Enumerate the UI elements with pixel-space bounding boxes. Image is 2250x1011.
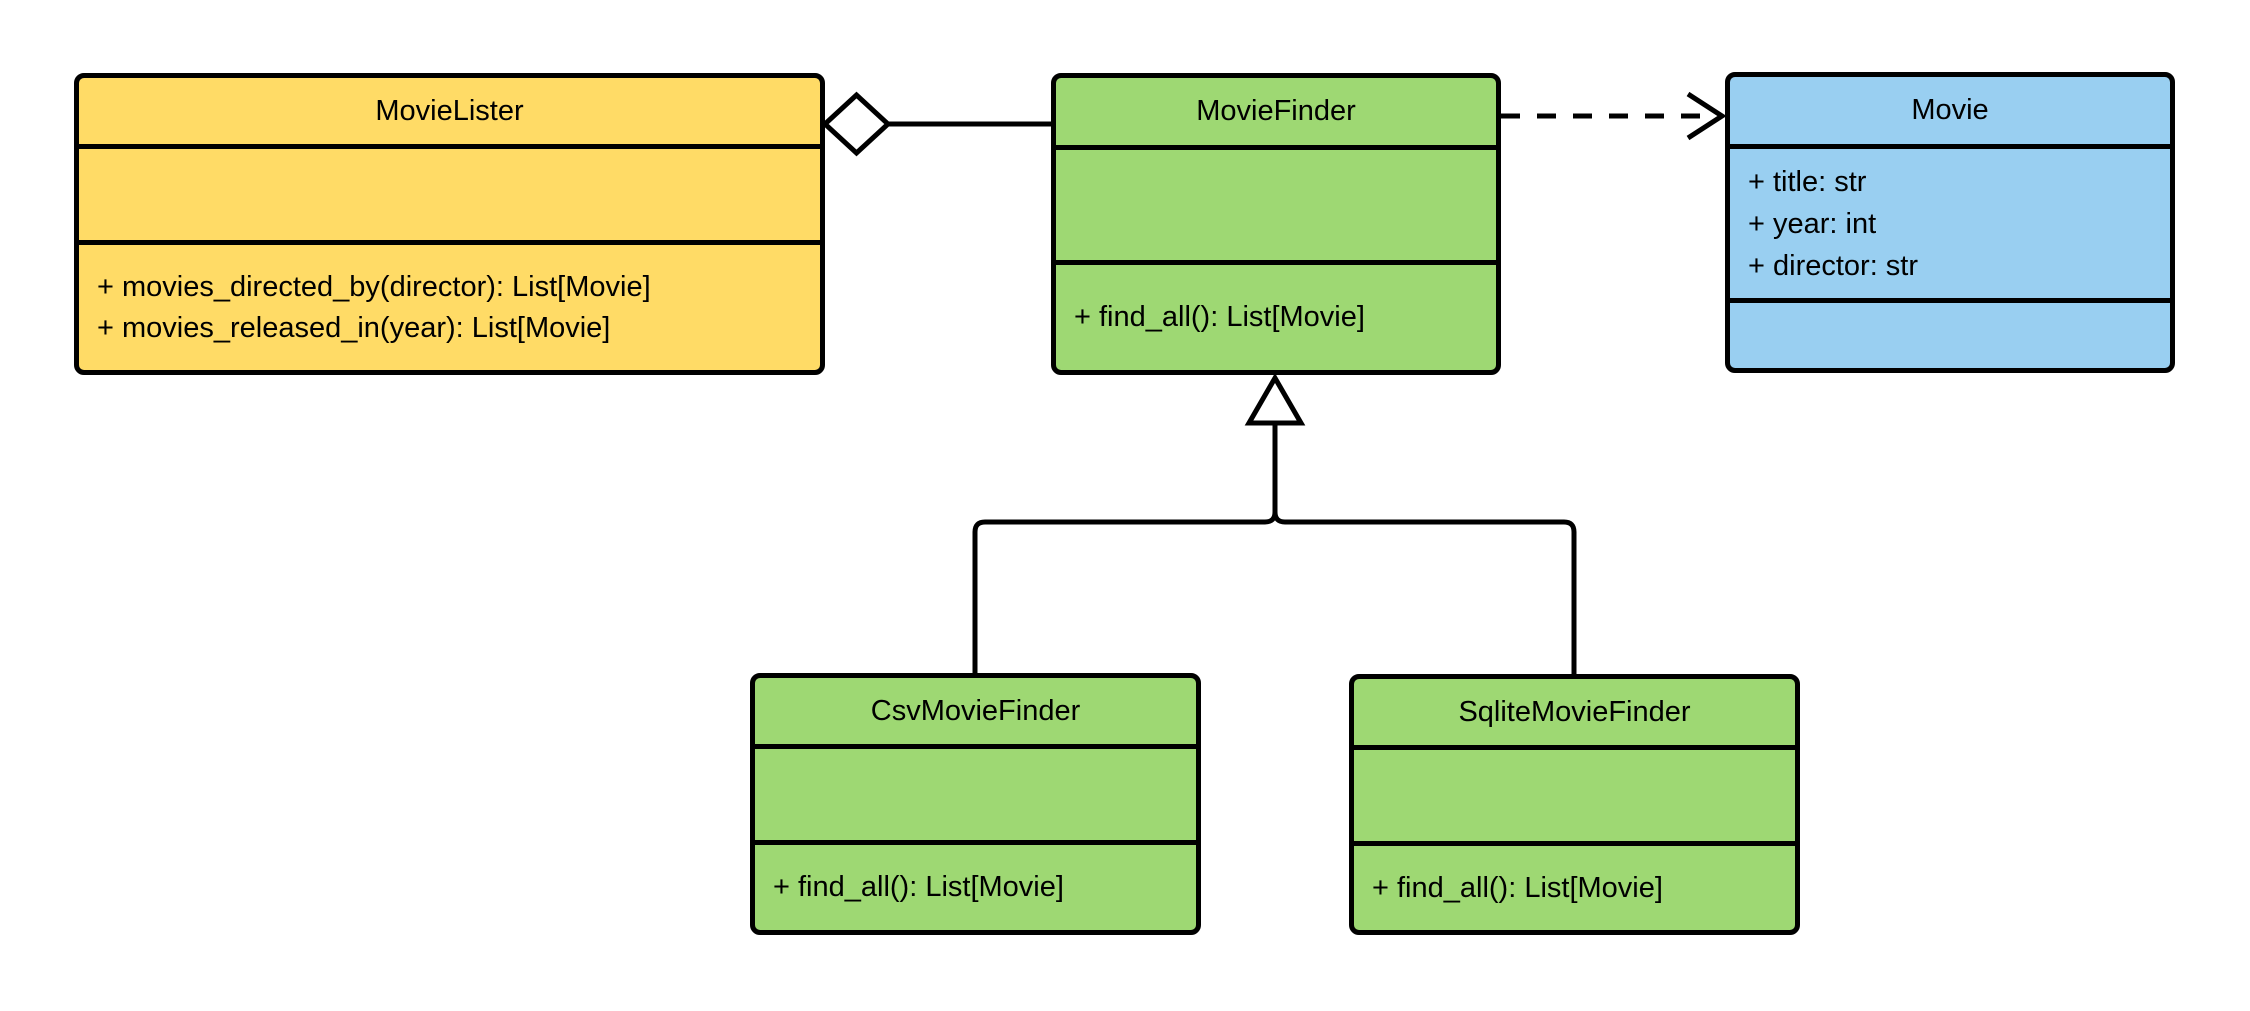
class-box-movielister: MovieLister + movies_directed_by(directo…	[74, 73, 825, 375]
class-box-movie: Movie + title: str + year: int + directo…	[1725, 72, 2175, 373]
class-box-moviefinder: MovieFinder + find_all(): List[Movie]	[1051, 73, 1501, 375]
inheritance-connector	[972, 373, 1577, 674]
methods-section	[1730, 303, 2170, 368]
class-box-csvmoviefinder: CsvMovieFinder + find_all(): List[Movie]	[750, 673, 1201, 935]
attributes-section	[79, 149, 820, 245]
class-name: Movie	[1730, 77, 2170, 149]
methods-section: + find_all(): List[Movie]	[1354, 846, 1795, 930]
inheritance-line-sqlite	[1272, 511, 1577, 674]
attribute-row: + year: int	[1748, 207, 1877, 240]
attributes-section	[755, 749, 1196, 845]
methods-section: + find_all(): List[Movie]	[1056, 265, 1496, 370]
methods-section: + movies_directed_by(director): List[Mov…	[79, 245, 820, 370]
class-name: CsvMovieFinder	[755, 678, 1196, 749]
aggregation-diamond-icon	[821, 91, 892, 157]
methods-section: + find_all(): List[Movie]	[755, 845, 1196, 930]
inheritance-triangle-icon	[1244, 373, 1306, 426]
class-name: MovieLister	[79, 78, 820, 149]
dependency-connector	[1501, 91, 1727, 141]
class-name: SqliteMovieFinder	[1354, 679, 1795, 750]
attributes-section	[1354, 750, 1795, 846]
attributes-section	[1056, 150, 1496, 265]
aggregation-connector	[821, 91, 1051, 157]
class-name: MovieFinder	[1056, 78, 1496, 150]
method-row: + find_all(): List[Movie]	[773, 871, 1064, 903]
method-row: + movies_released_in(year): List[Movie]	[97, 311, 611, 344]
dependency-arrowhead-icon	[1686, 91, 1727, 141]
attribute-row: + director: str	[1748, 249, 1919, 282]
method-row: + find_all(): List[Movie]	[1074, 301, 1365, 333]
inheritance-line-csv	[972, 423, 1278, 673]
method-row: + movies_directed_by(director): List[Mov…	[97, 270, 651, 303]
class-box-sqlitemoviefinder: SqliteMovieFinder + find_all(): List[Mov…	[1349, 674, 1800, 935]
attributes-section: + title: str + year: int + director: str	[1730, 149, 2170, 303]
attribute-row: + title: str	[1748, 165, 1867, 198]
method-row: + find_all(): List[Movie]	[1372, 871, 1663, 904]
